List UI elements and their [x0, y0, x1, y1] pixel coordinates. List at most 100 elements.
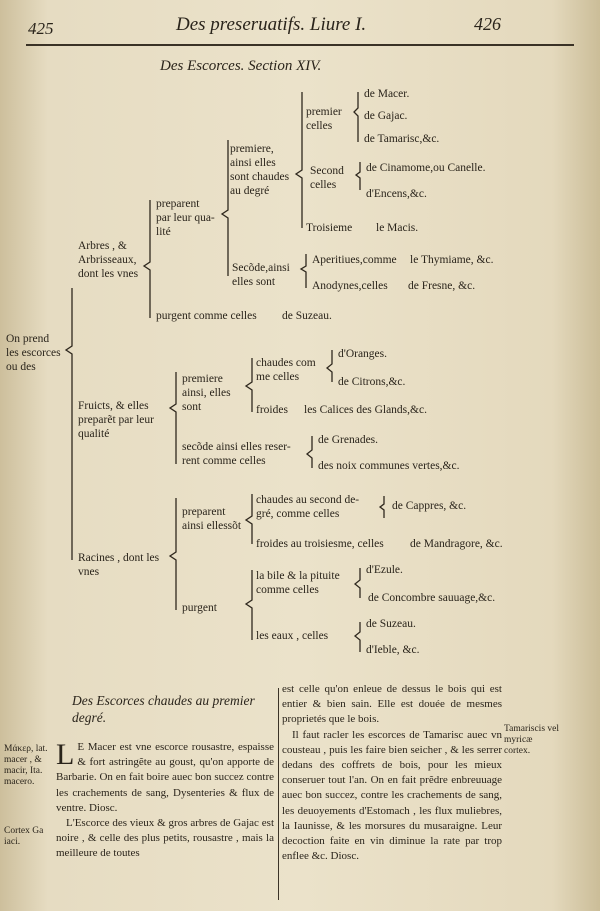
tree-fruicts-1: Fruicts, & elles [78, 400, 149, 412]
tree-item-cinamome: de Cinamome,ou Canelle. [366, 162, 486, 174]
brace-arbres [142, 200, 151, 318]
tree-preparent2-2: ainsi ellessõt [182, 520, 242, 532]
tree-item-ieble: d'Ieble, &c. [366, 644, 420, 656]
tree-fruicts-3: qualité [78, 428, 110, 440]
tree-purgent-arbres: purgent comme celles [156, 310, 257, 322]
paragraph-gajac-cont: est celle qu'on enleue de dessus le bois… [282, 683, 502, 726]
drop-cap: L [56, 738, 75, 771]
tree-premiere2-3: sont [182, 401, 202, 413]
tree-eaux: les eaux , celles [256, 630, 329, 642]
tree-secode-2: elles sont [232, 276, 276, 288]
tree-item-macis: le Macis. [376, 222, 419, 234]
tree-item-oranges: d'Oranges. [338, 348, 388, 360]
tree-premiere-4: au degré [230, 185, 270, 197]
tree-item-concombre: de Concombre sauuage,&c. [368, 592, 496, 604]
margin-note-tamarisc: Tamariscis vel myricæ cortex. [504, 724, 559, 756]
tree-preparent-2: par leur qua- [156, 212, 215, 224]
page-number-right: 426 [474, 14, 501, 34]
brace-root [64, 288, 73, 560]
brace-preparent2 [244, 494, 253, 544]
tree-premiere-2: ainsi elles [230, 157, 276, 169]
tree-premiere2-1: premiere [182, 373, 223, 385]
tree-premiere2-2: ainsi, elles [182, 387, 231, 399]
tree-item-macer: de Macer. [364, 88, 410, 100]
brace-second-items [354, 162, 361, 190]
tree-aperitiues: Aperitiues,comme [312, 254, 397, 266]
brace-premiere [294, 92, 303, 228]
tree-secode-1: Secõde,ainsi [232, 262, 290, 274]
brace-racines [168, 498, 177, 610]
brace-chaudes [325, 350, 333, 382]
tree-premier-celles-1: premier [306, 106, 342, 118]
brace-secode-items [299, 254, 307, 288]
tree-froides: froides [256, 404, 288, 416]
tree-item-suzeau2: de Suzeau. [366, 618, 416, 630]
tree-second-celles-2: celles [310, 179, 337, 191]
tree-item-thymiame: le Thymiame, &c. [410, 254, 494, 266]
column-divider [278, 688, 279, 900]
tree-item-citrons: de Citrons,&c. [338, 376, 406, 388]
tree-arbres-3: dont les vnes [78, 268, 139, 280]
tree-troisieme: Troisieme [306, 222, 353, 234]
tree-premier-celles-2: celles [306, 120, 333, 132]
tree-arbres-2: Arbrisseaux, [78, 254, 137, 266]
tree-chaudes-second-1: chaudes au second de- [256, 494, 360, 506]
brace-bile-items [353, 568, 361, 598]
running-title: Des preseruatifs. Liure I. [176, 14, 367, 35]
brace-fruicts [168, 372, 177, 464]
tree-chaudes-com-2: me celles [256, 371, 300, 383]
tree-second-celles-1: Second [310, 165, 344, 177]
section-title: Des Escorces. Section XIV. [160, 58, 322, 74]
tree-purgent2: purgent [182, 602, 217, 614]
tree-item-cappres: de Cappres, &c. [392, 500, 467, 512]
tree-item-noix: des noix communes vertes,&c. [318, 460, 460, 472]
tree-item-gajac: de Gajac. [364, 110, 408, 122]
tree-fruicts-2: preparẽt par leur [78, 414, 154, 426]
subsection-title: Des Escorces chaudes au premier degré. [72, 693, 255, 725]
tree-item-suzeau: de Suzeau. [282, 310, 332, 322]
brace-preparent [220, 140, 229, 276]
tree-bile-2: comme celles [256, 584, 319, 596]
tree-preparent-3: lité [156, 226, 171, 238]
tree-arbres-1: Arbres , & [78, 240, 127, 252]
tree-chaudes-second-2: gré, comme celles [256, 508, 340, 520]
tree-brackets [64, 92, 385, 652]
brace-premier-items [353, 92, 359, 142]
paragraph-gajac: L'Escorce des vieux & gros arbres de Gaj… [56, 817, 274, 860]
tree-premiere-3: sont chaudes [230, 171, 290, 183]
tree-item-ezule: d'Ezule. [366, 564, 403, 576]
tree-item-mandragore: de Mandragore, &c. [410, 538, 503, 550]
tree-bile-1: la bile & la pituite [256, 570, 340, 582]
paragraph-macer: E Macer est vne escorce rousastre, espai… [56, 741, 274, 814]
brace-chaudes-second [378, 496, 385, 518]
tree-froides3: froides au troisiesme, celles [256, 538, 384, 550]
tree-anodynes: Anodynes,celles [312, 280, 388, 292]
tree-item-calices: les Calices des Glands,&c. [304, 404, 427, 416]
header-rule [26, 44, 574, 46]
tree-root-2: les escorces [6, 347, 61, 359]
brace-premiere2 [244, 358, 253, 412]
tree-item-fresne: de Fresne, &c. [408, 280, 476, 292]
tree-racines-2: vnes [78, 566, 100, 578]
tree-secode2-1: secõde ainsi elles reser- [182, 441, 291, 453]
brace-secode2-items [305, 436, 313, 468]
tree-root-3: ou des [6, 361, 36, 373]
margin-note-gajac: Cortex Ga iaci. [4, 826, 44, 847]
tree-chaudes-com-1: chaudes com [256, 357, 316, 369]
tree-root-1: On prend [6, 333, 50, 345]
text-column-right: est celle qu'on enleue de dessus le bois… [282, 682, 502, 864]
brace-eaux-items [353, 622, 361, 652]
paragraph-tamarisc: Il faut racler les escorces de Tamarisc … [282, 728, 502, 863]
tree-item-encens: d'Encens,&c. [366, 188, 427, 200]
margin-note-macer: Μάκερ, lat. macer , & macir, Ita. macero… [4, 744, 48, 787]
page-number-left: 425 [28, 19, 54, 38]
tree-preparent-1: preparent [156, 198, 200, 210]
tree-item-tamarisc: de Tamarisc,&c. [364, 133, 440, 145]
brace-purgent2 [244, 570, 253, 640]
tree-item-grenades: de Grenades. [318, 434, 379, 446]
tree-premiere-1: premiere, [230, 143, 274, 155]
tree-preparent2-1: preparent [182, 506, 226, 518]
tree-secode2-2: rent comme celles [182, 455, 266, 467]
